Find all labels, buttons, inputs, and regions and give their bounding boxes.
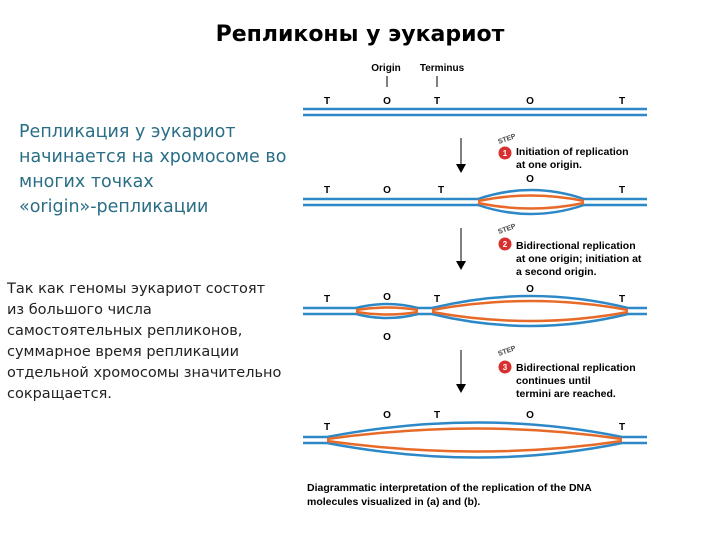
new-strand [477,201,585,210]
origin-marker: O [526,96,534,107]
terminus-marker: T [324,422,330,433]
step-arrow-head [456,384,466,393]
new-strand [431,299,629,312]
intro-line: «origin»-репликации [19,197,209,217]
intro-line: Репликация у эукариот [19,122,236,142]
origin-marker: O [383,332,391,343]
origin-marker: O [526,174,534,185]
diagram-caption: molecules visualized in (a) and (b). [307,496,480,508]
terminus-marker: T [434,96,440,107]
step-label: STEP [497,223,517,236]
body-line: сокращается. [7,386,112,402]
step-text: Bidirectional replication [516,362,636,374]
terminus-marker: T [434,410,440,421]
step-text: at one origin; initiation at [516,253,642,265]
slide-title: Репликоны у эукариот [215,22,505,47]
step-text: continues until [516,375,591,387]
step-text: at one origin. [516,159,582,171]
dna-strand-bottom [303,441,647,459]
dna-strand-top [303,188,647,201]
origin-marker: O [383,410,391,421]
body-paragraph: Так как геномы эукариот состоят из больш… [7,279,337,405]
dna-strand-top [303,294,647,310]
terminus-marker: T [434,294,440,305]
new-strand [326,439,623,453]
step-label: STEP [497,133,517,146]
origin-marker: O [526,284,534,295]
step-arrow-head [456,261,466,270]
terminus-marker: T [619,294,625,305]
body-line: Так как геномы эукариот состоят [7,281,266,297]
origin-marker: O [383,96,391,107]
terminus-marker: T [619,422,625,433]
step-text: Bidirectional replication [516,240,636,252]
new-strand [431,310,629,323]
body-line: самостоятельных репликонов, [7,323,243,339]
body-line: из большого числа [7,302,152,318]
origin-marker: O [383,292,391,303]
step-number: 1 [503,149,508,158]
new-strand [355,306,419,312]
diagram-caption: Diagrammatic interpretation of the repli… [307,482,592,494]
new-strand [477,194,585,203]
terminus-header: Terminus [420,63,465,74]
intro-line: начинается на хромосоме во [19,147,287,167]
step-badge [498,146,512,160]
terminus-marker: T [324,294,330,305]
step-number: 2 [503,240,508,249]
dna-strand-bottom [303,203,647,216]
terminus-marker: T [324,96,330,107]
body-line: суммарное время репликации [7,344,239,360]
terminus-marker: T [324,185,330,196]
intro-paragraph: Репликация у эукариот начинается на хром… [19,120,339,220]
intro-line: многих точках [19,172,154,192]
origin-header: Origin [371,63,400,74]
origin-marker: O [383,185,391,196]
step-badge [498,360,512,374]
new-strand [355,310,419,316]
step-number: 3 [503,363,508,372]
origin-marker: O [526,410,534,421]
step-badge [498,237,512,251]
step-text: termini are reached. [516,388,616,400]
dna-strand-top [303,421,647,439]
step-label: STEP [497,345,517,358]
dna-strand-bottom [303,312,647,328]
step-text: Initiation of replication [516,146,629,158]
step-text: a second origin. [516,266,597,278]
new-strand [326,427,623,441]
terminus-marker: T [619,96,625,107]
body-line: отдельной хромосомы значительно [7,365,282,381]
terminus-marker: T [619,185,625,196]
terminus-marker: T [438,185,444,196]
step-arrow-head [456,164,466,173]
